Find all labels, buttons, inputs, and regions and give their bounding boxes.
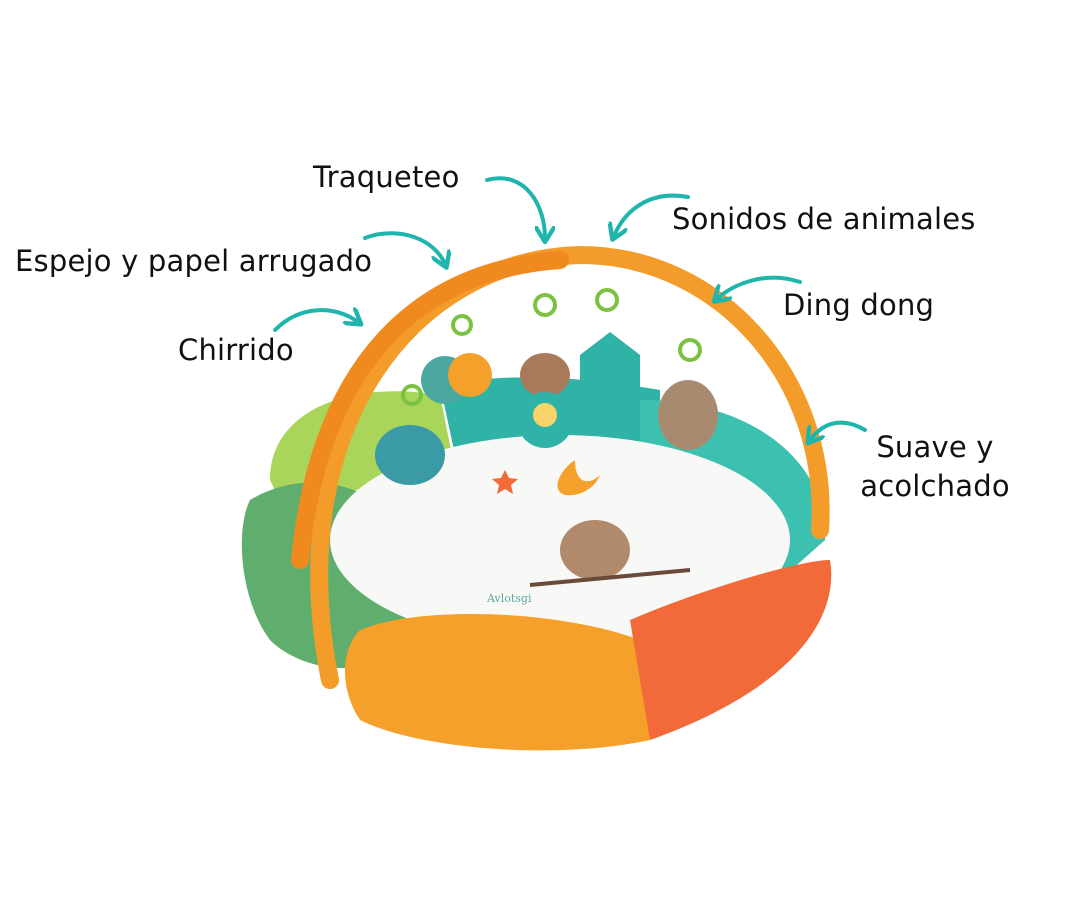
label-espejo-y-papel-arrugado: Espejo y papel arrugado: [15, 244, 373, 278]
arrow-suave: [810, 420, 867, 440]
arch-front: [291, 251, 569, 569]
annotation-arrows: [273, 176, 867, 440]
label-sonidos-de-animales: Sonidos de animales: [672, 202, 976, 236]
cushion-red-orange-front: [630, 560, 832, 740]
hanging-toys: [375, 288, 718, 485]
label-traqueteo: Traqueteo: [313, 160, 460, 194]
toy-apple-mirror: [421, 314, 492, 404]
star-icon: [492, 470, 518, 494]
arrow-ding-dong: [717, 275, 802, 299]
toy-hedgehog: [375, 384, 445, 485]
play-mat: [330, 435, 790, 645]
moon-icon: [557, 460, 600, 496]
mat-logo: Avlotsgi: [487, 592, 532, 605]
label-suave-line2: acolchado: [860, 468, 1010, 503]
play-arches: [291, 245, 830, 689]
label-suave-y-acolchado: Suave y acolchado: [845, 430, 1025, 504]
toy-raccoon-rattle: [517, 293, 573, 448]
arrow-chirrido: [273, 310, 358, 332]
arrow-espejo: [363, 231, 445, 264]
arrow-traqueteo: [485, 176, 545, 238]
label-suave-line1: Suave y: [876, 430, 994, 464]
label-chirrido: Chirrido: [178, 333, 294, 367]
label-ding-dong: Ding dong: [783, 288, 935, 322]
toy-birdhouse: [580, 288, 640, 395]
toy-owl: [658, 338, 718, 450]
cushion-orange-front: [345, 613, 650, 751]
owl-appliqué: [560, 520, 630, 580]
arrow-sonidos: [614, 193, 690, 236]
